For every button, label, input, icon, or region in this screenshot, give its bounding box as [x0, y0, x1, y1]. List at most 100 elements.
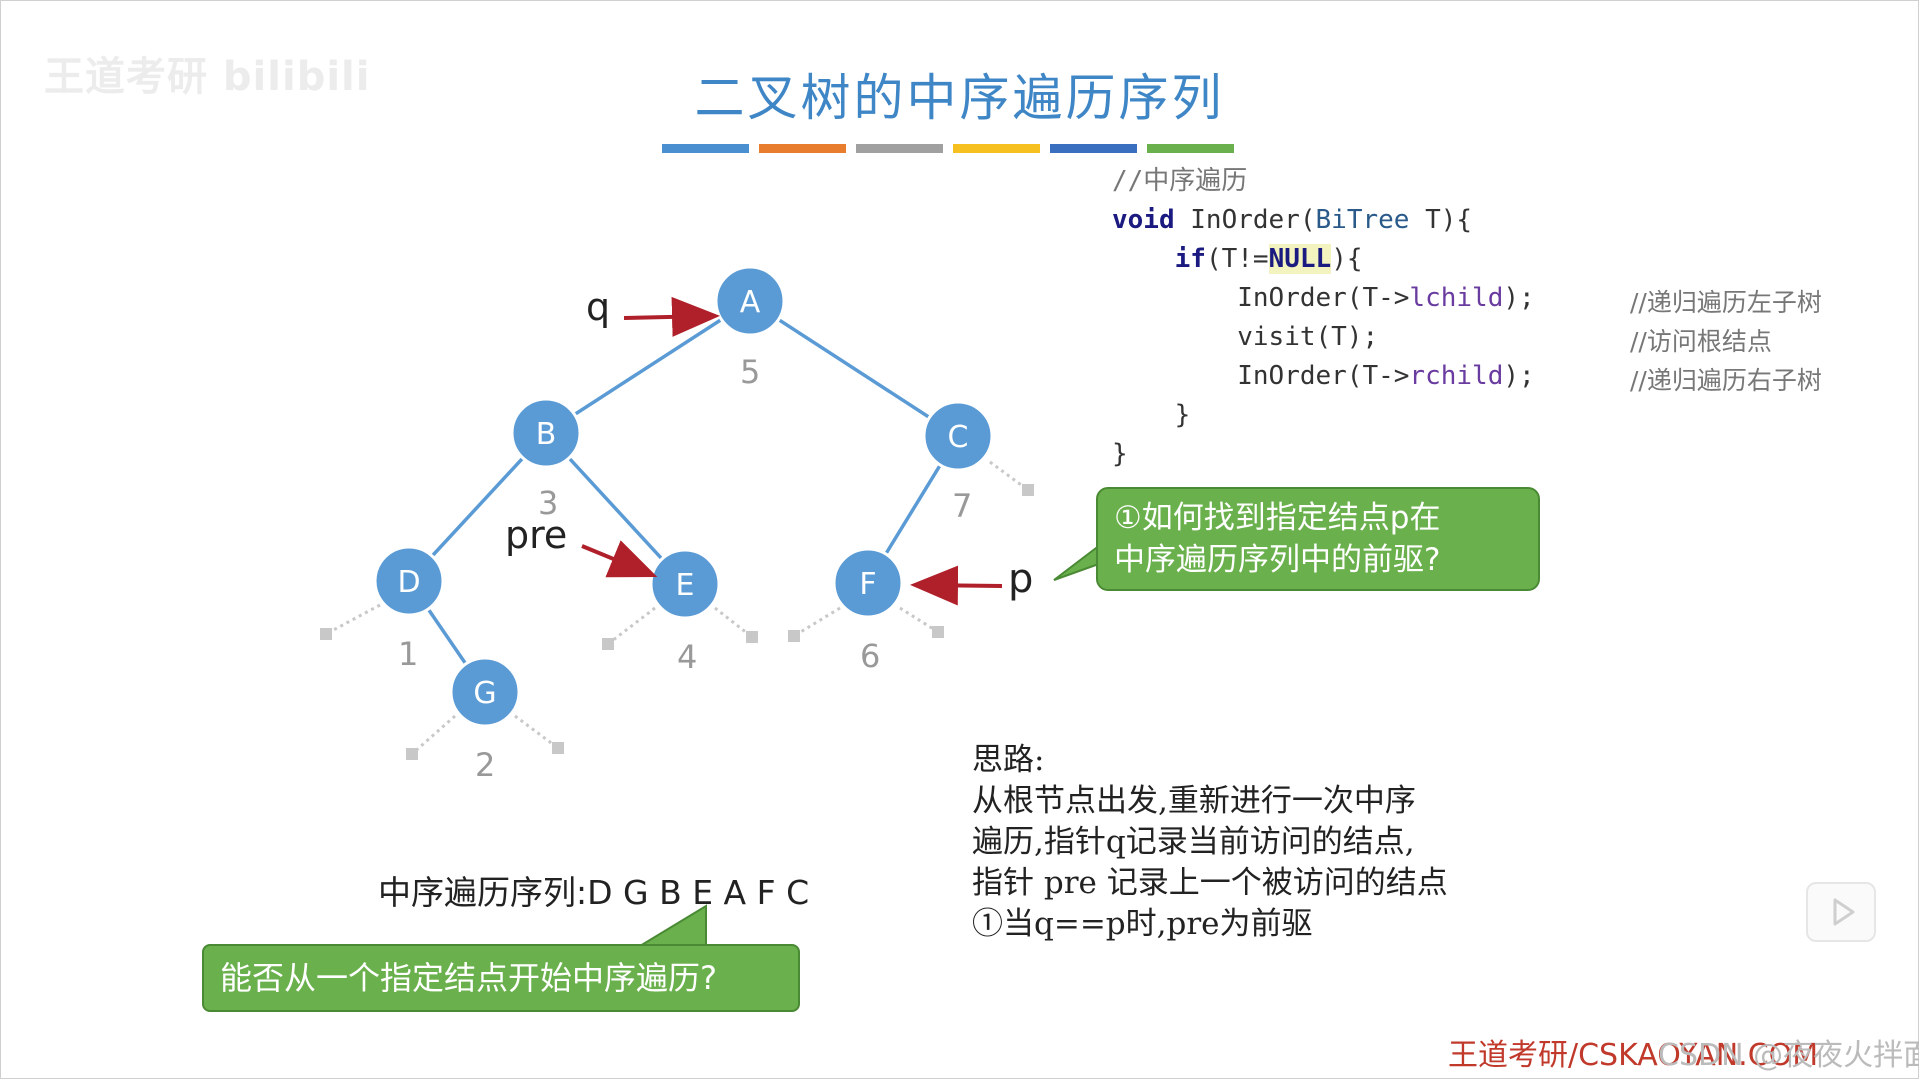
thought-line: 遍历,指针q记录当前访问的结点,	[972, 824, 1415, 860]
null-stub-line	[989, 460, 1029, 492]
code-field: lchild	[1409, 283, 1504, 313]
tree-node-circle	[510, 397, 582, 469]
null-child-stubs	[320, 460, 1034, 760]
code-line: InOrder(T->rchild);	[1112, 357, 1535, 396]
null-stub-line	[899, 606, 939, 634]
pointer-p-label: p	[1008, 556, 1033, 602]
callout-start-from-node: 能否从一个指定结点开始中序遍历?	[202, 944, 800, 1012]
callout-p-line1: ①如何找到指定结点p在	[1114, 500, 1441, 536]
tree-nodes: A B C D E F G	[373, 265, 994, 728]
code-keyword: void	[1112, 205, 1175, 235]
title-color-bars	[662, 144, 1234, 153]
tree-edges	[407, 299, 960, 693]
footer-overlay: CSDN @夜夜火拌面	[1658, 1038, 1919, 1073]
tree-node-circle	[922, 400, 994, 472]
color-bar	[953, 144, 1040, 153]
thought-heading: 思路:	[972, 742, 1045, 778]
tree-node-B: B	[510, 397, 582, 469]
null-stub-square	[552, 742, 564, 754]
code-type: BiTree	[1315, 205, 1410, 235]
tree-node-label: B	[536, 417, 557, 452]
code-null-highlight: NULL	[1268, 244, 1332, 274]
tree-node-C: C	[922, 400, 994, 472]
null-stub-line	[793, 606, 841, 638]
pointer-p-arrow	[910, 565, 1003, 606]
code-comment-rchild: //递归遍历右子树	[1630, 366, 1822, 395]
play-button[interactable]	[1806, 882, 1876, 942]
pointer-pre: pre	[505, 513, 658, 578]
inorder-number-B: 3	[538, 484, 558, 522]
pointer-p: p	[910, 556, 1033, 606]
callout-p-line2: 中序遍历序列中的前驱?	[1114, 542, 1441, 578]
pointer-pre-label: pre	[505, 513, 567, 557]
code-text: }	[1174, 400, 1191, 430]
inorder-number-A: 5	[740, 353, 760, 391]
code-text: );	[1503, 361, 1535, 391]
pointer-q-arrow	[623, 296, 720, 337]
bilibili-watermark: 王道考研 bilibili	[44, 54, 371, 100]
thought-line: ①当q==p时,pre为前驱	[972, 906, 1313, 942]
inorder-number-G: 2	[475, 746, 495, 784]
color-bar	[759, 144, 846, 153]
tree-node-label: D	[397, 565, 420, 600]
code-line: //中序遍历	[1112, 162, 1535, 201]
pointer-pre-arrow	[581, 540, 658, 578]
tree-node-label: F	[859, 567, 876, 602]
tree-node-F: F	[832, 547, 904, 619]
tree-node-label: E	[676, 568, 695, 603]
code-text: InOrder(T->	[1237, 283, 1410, 313]
code-text: visit(T);	[1237, 322, 1379, 352]
code-text: ){	[1331, 244, 1363, 274]
code-text: (T!=	[1205, 244, 1269, 274]
tree-node-G: G	[449, 656, 521, 728]
null-stub-line	[607, 606, 656, 646]
thought-line: 指针 pre 记录上一个被访问的结点	[972, 865, 1448, 901]
tree-node-circle	[832, 547, 904, 619]
color-bar	[1147, 144, 1234, 153]
code-text: InOrder(T->	[1237, 361, 1410, 391]
inorder-number-C: 7	[952, 487, 972, 525]
footer-credit: 王道考研/CSKAOYAN.COM CSDN @夜夜火拌面	[1448, 1030, 1919, 1074]
null-stub-line	[514, 714, 559, 750]
null-stub-line	[325, 603, 381, 636]
null-stub-line	[714, 606, 753, 639]
tree-node-D: D	[373, 545, 445, 617]
code-comment-visit: //访问根结点	[1630, 327, 1772, 356]
inorder-number-F: 6	[860, 637, 880, 675]
color-bar	[856, 144, 943, 153]
tree-node-circle	[649, 548, 721, 620]
null-stub-square	[406, 748, 418, 760]
null-stub-square	[320, 628, 332, 640]
code-keyword: if	[1174, 244, 1206, 274]
inorder-numbers: 5 3 7 1 4 6 2	[398, 353, 972, 784]
callout-find-predecessor: ①如何找到指定结点p在 中序遍历序列中的前驱?	[1096, 487, 1540, 591]
inorder-code-block: //中序遍历 void InOrder(BiTree T){ if(T!=NUL…	[1112, 162, 1535, 474]
color-bar	[662, 144, 749, 153]
thought-process: 思路: 从根节点出发,重新进行一次中序 遍历,指针q记录当前访问的结点, 指针 …	[972, 740, 1448, 945]
code-line: if(T!=NULL){	[1112, 240, 1535, 279]
null-stub-square	[746, 631, 758, 643]
code-line: }	[1112, 396, 1535, 435]
inorder-sequence: 中序遍历序列:D G B E A F C	[378, 873, 810, 912]
pointer-q-label: q	[586, 285, 610, 329]
code-text: InOrder(	[1174, 205, 1316, 235]
code-field: rchild	[1409, 361, 1504, 391]
code-line: visit(T);	[1112, 318, 1535, 357]
play-icon	[1833, 898, 1855, 926]
tree-node-A: A	[714, 265, 786, 337]
footer-main: 王道考研/CSKAOYAN.COM	[1448, 1038, 1819, 1073]
code-text: }	[1112, 439, 1128, 469]
thought-line: 从根节点出发,重新进行一次中序	[972, 783, 1416, 819]
tree-node-circle	[373, 545, 445, 617]
tree-node-label: G	[473, 676, 496, 711]
null-stub-square	[788, 630, 800, 642]
tree-node-label: C	[948, 420, 969, 455]
inorder-number-E: 4	[677, 638, 697, 676]
code-text: );	[1503, 283, 1535, 313]
inorder-number-D: 1	[398, 635, 418, 673]
color-bar	[1050, 144, 1137, 153]
code-line: InOrder(T->lchild);	[1112, 279, 1535, 318]
tree-node-circle	[449, 656, 521, 728]
code-line: void InOrder(BiTree T){	[1112, 201, 1535, 240]
